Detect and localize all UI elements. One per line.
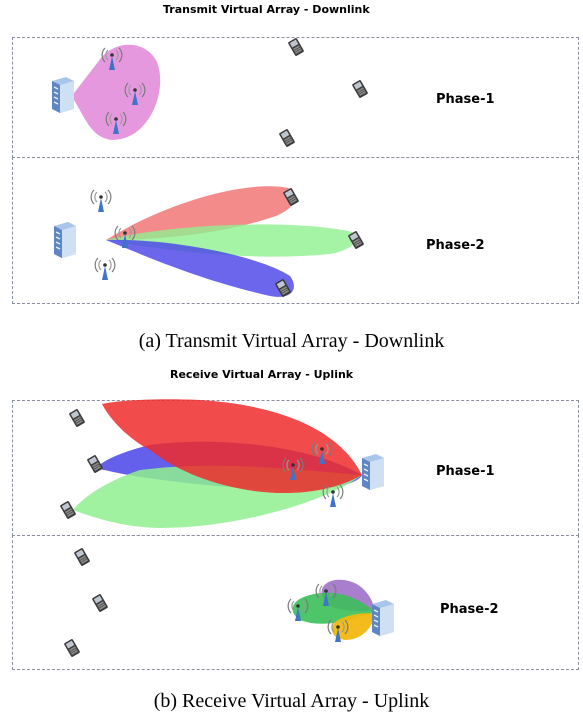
figure-a-caption: (a) Transmit Virtual Array - Downlink (138, 330, 445, 352)
server-icon (371, 599, 395, 637)
phone-icon (63, 638, 81, 658)
figure-a-title: Transmit Virtual Array - Downlink (163, 3, 370, 16)
figure-b-phase2-label: Phase-2 (440, 602, 499, 617)
server-icon (51, 76, 75, 114)
phone-icon (278, 128, 296, 148)
figure-b-phase2-panel (12, 535, 579, 670)
phone-icon (351, 79, 369, 99)
figure-a-phase1-label: Phase-1 (436, 92, 495, 107)
antenna-icon (90, 189, 112, 213)
figure-a-phase2-panel (12, 157, 579, 304)
phone-icon (68, 408, 86, 428)
beam-red (106, 186, 296, 240)
beam-blue (106, 239, 294, 297)
antenna-icon (94, 257, 116, 281)
figure-b-caption: (b) Receive Virtual Array - Uplink (153, 690, 430, 712)
figure-b-phase1-label: Phase-1 (436, 464, 495, 479)
figure-b-title: Receive Virtual Array - Uplink (170, 368, 354, 381)
server-icon (53, 221, 77, 259)
figure-a-phase2-label: Phase-2 (426, 238, 485, 253)
phone-icon (91, 593, 109, 613)
server-icon (361, 453, 385, 491)
beam-orange (331, 613, 375, 640)
phone-icon (287, 37, 305, 57)
cooperative-cluster-region (74, 44, 161, 141)
phone-icon (73, 547, 91, 567)
